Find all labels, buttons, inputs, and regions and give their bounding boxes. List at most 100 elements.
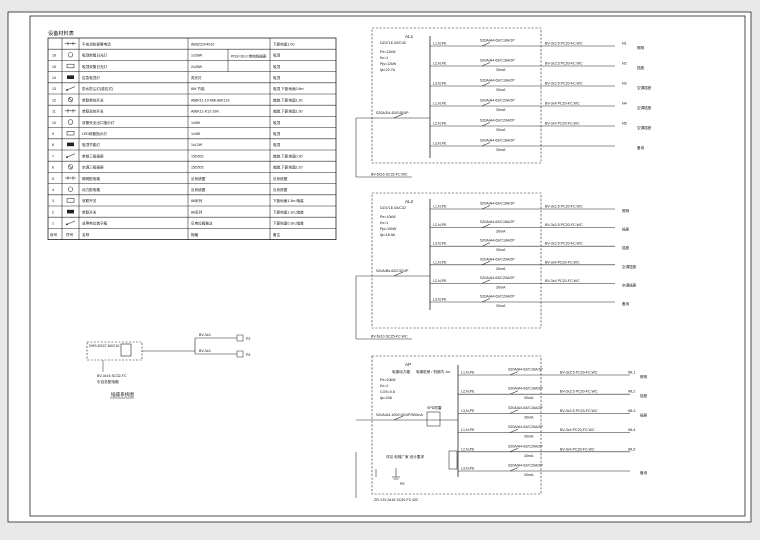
- panel-incoming-switch: [393, 113, 404, 119]
- circuit-id: WL2: [628, 390, 635, 394]
- legend-row-note: 吸顶: [273, 120, 281, 125]
- circuit-rcd: 30mA: [496, 88, 506, 92]
- legend-symbol-box: [66, 198, 75, 203]
- circuit-phase: L3,N,PE: [461, 467, 475, 471]
- circuit-phase: L3,N,PE: [433, 142, 447, 146]
- legend-row-spec: 1x3W: [191, 132, 201, 136]
- circuit-phase: L1,N,PE: [461, 428, 475, 432]
- circuit-phase: L2,N,PE: [433, 223, 447, 227]
- legend-row-spec: AB6Z22V4010: [191, 42, 214, 46]
- circuit-breaker: S20A/A4-63/C16A/2P: [480, 139, 515, 143]
- circuit-phase: L2,N,PE: [433, 279, 447, 283]
- circuit-cable: BV-3x2.5 PC20-FC.WC: [560, 371, 598, 375]
- legend-symbol: [67, 119, 74, 125]
- circuit-use: 照明: [640, 374, 648, 379]
- legend-row-note: 吸顶: [273, 53, 281, 58]
- panel-param: Pe=12kW: [380, 50, 396, 54]
- panel-al2: AL2DZ47LE-63/C32Pe=10kWKx=1Pjs=10kWIjs=1…: [355, 192, 637, 340]
- legend-row-name: 双管安全出口指示灯: [82, 120, 115, 125]
- legend-row-spec: 1x9W: [191, 121, 201, 125]
- circuit-rcd: 30mA: [524, 473, 534, 477]
- legend-row-name: 总等电位端子箱: [82, 221, 108, 226]
- circuit-breaker-symbol: [481, 223, 491, 228]
- legend-row-note: 见系统图: [273, 187, 288, 192]
- small-branch-2-label: BV-3x4: [199, 349, 211, 353]
- panel-incoming-breaker: S20A/A4-100/C40/4P/300mA: [376, 413, 423, 417]
- legend-row-note: 吸顶: [273, 131, 281, 136]
- circuit-breaker-symbol: [509, 371, 519, 376]
- circuit-breaker: S20A/A4-63/C20A/2P: [480, 257, 515, 261]
- legend-row-spec: 15D502: [191, 166, 204, 170]
- legend-symbol: [65, 220, 76, 226]
- legend-row-no: 13: [52, 87, 56, 91]
- panel-param: Pe=10kW: [380, 378, 396, 382]
- circuit-phase: L3,N,PE: [433, 298, 447, 302]
- legend-row-spec: A86K11-K12-10N: [191, 110, 219, 114]
- panel-feeder-label: ZR-YJV-5x16 SC40-FC.WC: [374, 498, 419, 502]
- circuit-phase: L1,N,PE: [433, 102, 447, 106]
- circuit-rcd: 30mA: [496, 230, 506, 234]
- legend-symbol: [66, 63, 75, 69]
- circuit-breaker-symbol: [481, 122, 491, 127]
- legend-row-no: 14: [52, 76, 56, 80]
- circuit-id: N4: [622, 102, 627, 106]
- legend-row-name: 防水防尘灯(感应式): [82, 86, 113, 91]
- legend-row-note: 下距地面1.3m,暗装: [273, 209, 304, 214]
- legend-row-no: 7: [52, 154, 54, 158]
- circuit-breaker-symbol: [481, 205, 491, 210]
- legend-row-note: 吸顶 下距地面2.8m: [273, 86, 304, 91]
- circuit-breaker-symbol: [481, 279, 491, 284]
- circuit-cable: BV-3x2.5 PC20-FC.WC: [560, 390, 598, 394]
- legend-header-note: 备注: [273, 232, 281, 237]
- circuit-cable: BV-3x2.5 PC20-FC.WC: [545, 242, 583, 246]
- legend-row-spec: 见系统图: [191, 176, 206, 181]
- legend-header-name: 名称: [82, 232, 90, 237]
- panel-param: Pjs=10kW: [380, 227, 397, 231]
- panel-box: [371, 355, 542, 495]
- socket-2-symbol: [236, 350, 244, 358]
- legend-row-spec: 1x13W: [191, 143, 203, 147]
- circuit-breaker-symbol: [481, 298, 491, 303]
- circuit-id: WL3: [628, 409, 635, 413]
- circuit-id: N2: [622, 62, 627, 66]
- panel-id: AL2: [405, 199, 414, 204]
- circuit-id: N5: [622, 122, 627, 126]
- circuit-rcd: 30mA: [496, 285, 506, 289]
- circuit-phase: L2,N,PE: [461, 447, 475, 451]
- legend-symbol: [67, 164, 74, 170]
- legend-row-spec: 8W 节能: [191, 86, 205, 91]
- legend-row-note: 下距地面1.3m,暗装: [273, 198, 304, 203]
- legend-symbol-dot: [66, 89, 68, 91]
- legend-row-spec: 1x28W: [191, 54, 203, 58]
- legend-row-note: 吸顶: [273, 75, 281, 80]
- circuit-cable: BV-3x2.5 PC20-FC.WC: [545, 223, 583, 227]
- legend-symbol-cross: [68, 165, 73, 169]
- small-caption: 插座系统图: [111, 391, 134, 398]
- legend-row-name: 单相三极插座: [82, 153, 104, 158]
- circuit-rcd: 30mA: [524, 454, 534, 458]
- panel-param: Ijs=18.9A: [380, 233, 396, 237]
- circuit-breaker: S20A/A4-63/C16A/2P: [480, 239, 515, 243]
- legend-symbol-circle: [67, 97, 74, 103]
- circuit-use: 空调插座: [622, 282, 637, 287]
- legend-symbol: [65, 176, 76, 180]
- legend-symbol: [66, 198, 75, 203]
- legend-row-name: 吸顶单管日光灯: [82, 53, 108, 58]
- socket-1-label: P3: [246, 337, 250, 341]
- legend-row-no: 5: [52, 177, 54, 181]
- circuit-breaker: S20A/A4-63/C16A/2P: [508, 387, 543, 391]
- legend-symbol-dot: [66, 223, 68, 226]
- circuit-breaker-symbol: [481, 82, 491, 87]
- paper: [7, 11, 752, 523]
